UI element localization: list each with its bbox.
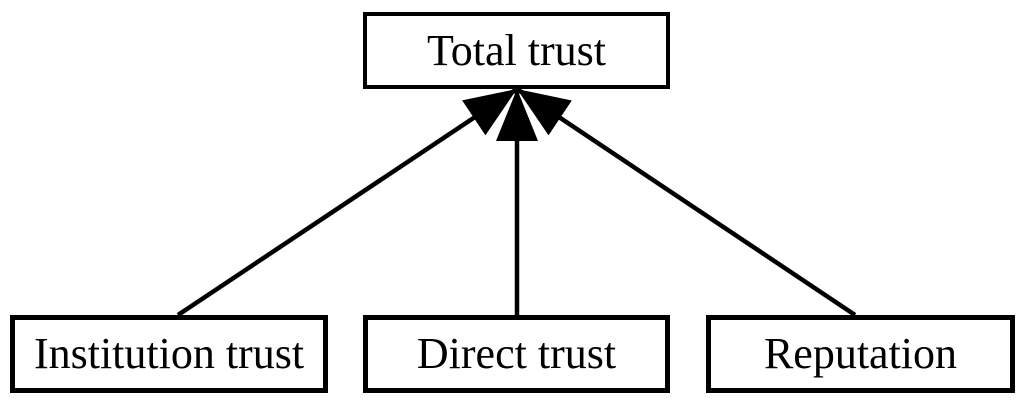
node-direct-trust-label: Direct trust xyxy=(416,329,617,378)
node-reputation: Reputation xyxy=(706,315,1015,393)
node-institution-trust-label: Institution trust xyxy=(33,329,305,378)
node-total-trust-label: Total trust xyxy=(426,25,606,75)
node-reputation-label: Reputation xyxy=(763,329,958,378)
edge-institution-to-total xyxy=(176,87,519,317)
node-institution-trust: Institution trust xyxy=(10,315,328,393)
node-total-trust: Total trust xyxy=(363,12,670,89)
node-direct-trust: Direct trust xyxy=(363,315,670,393)
edge-reputation-to-total xyxy=(515,87,857,317)
